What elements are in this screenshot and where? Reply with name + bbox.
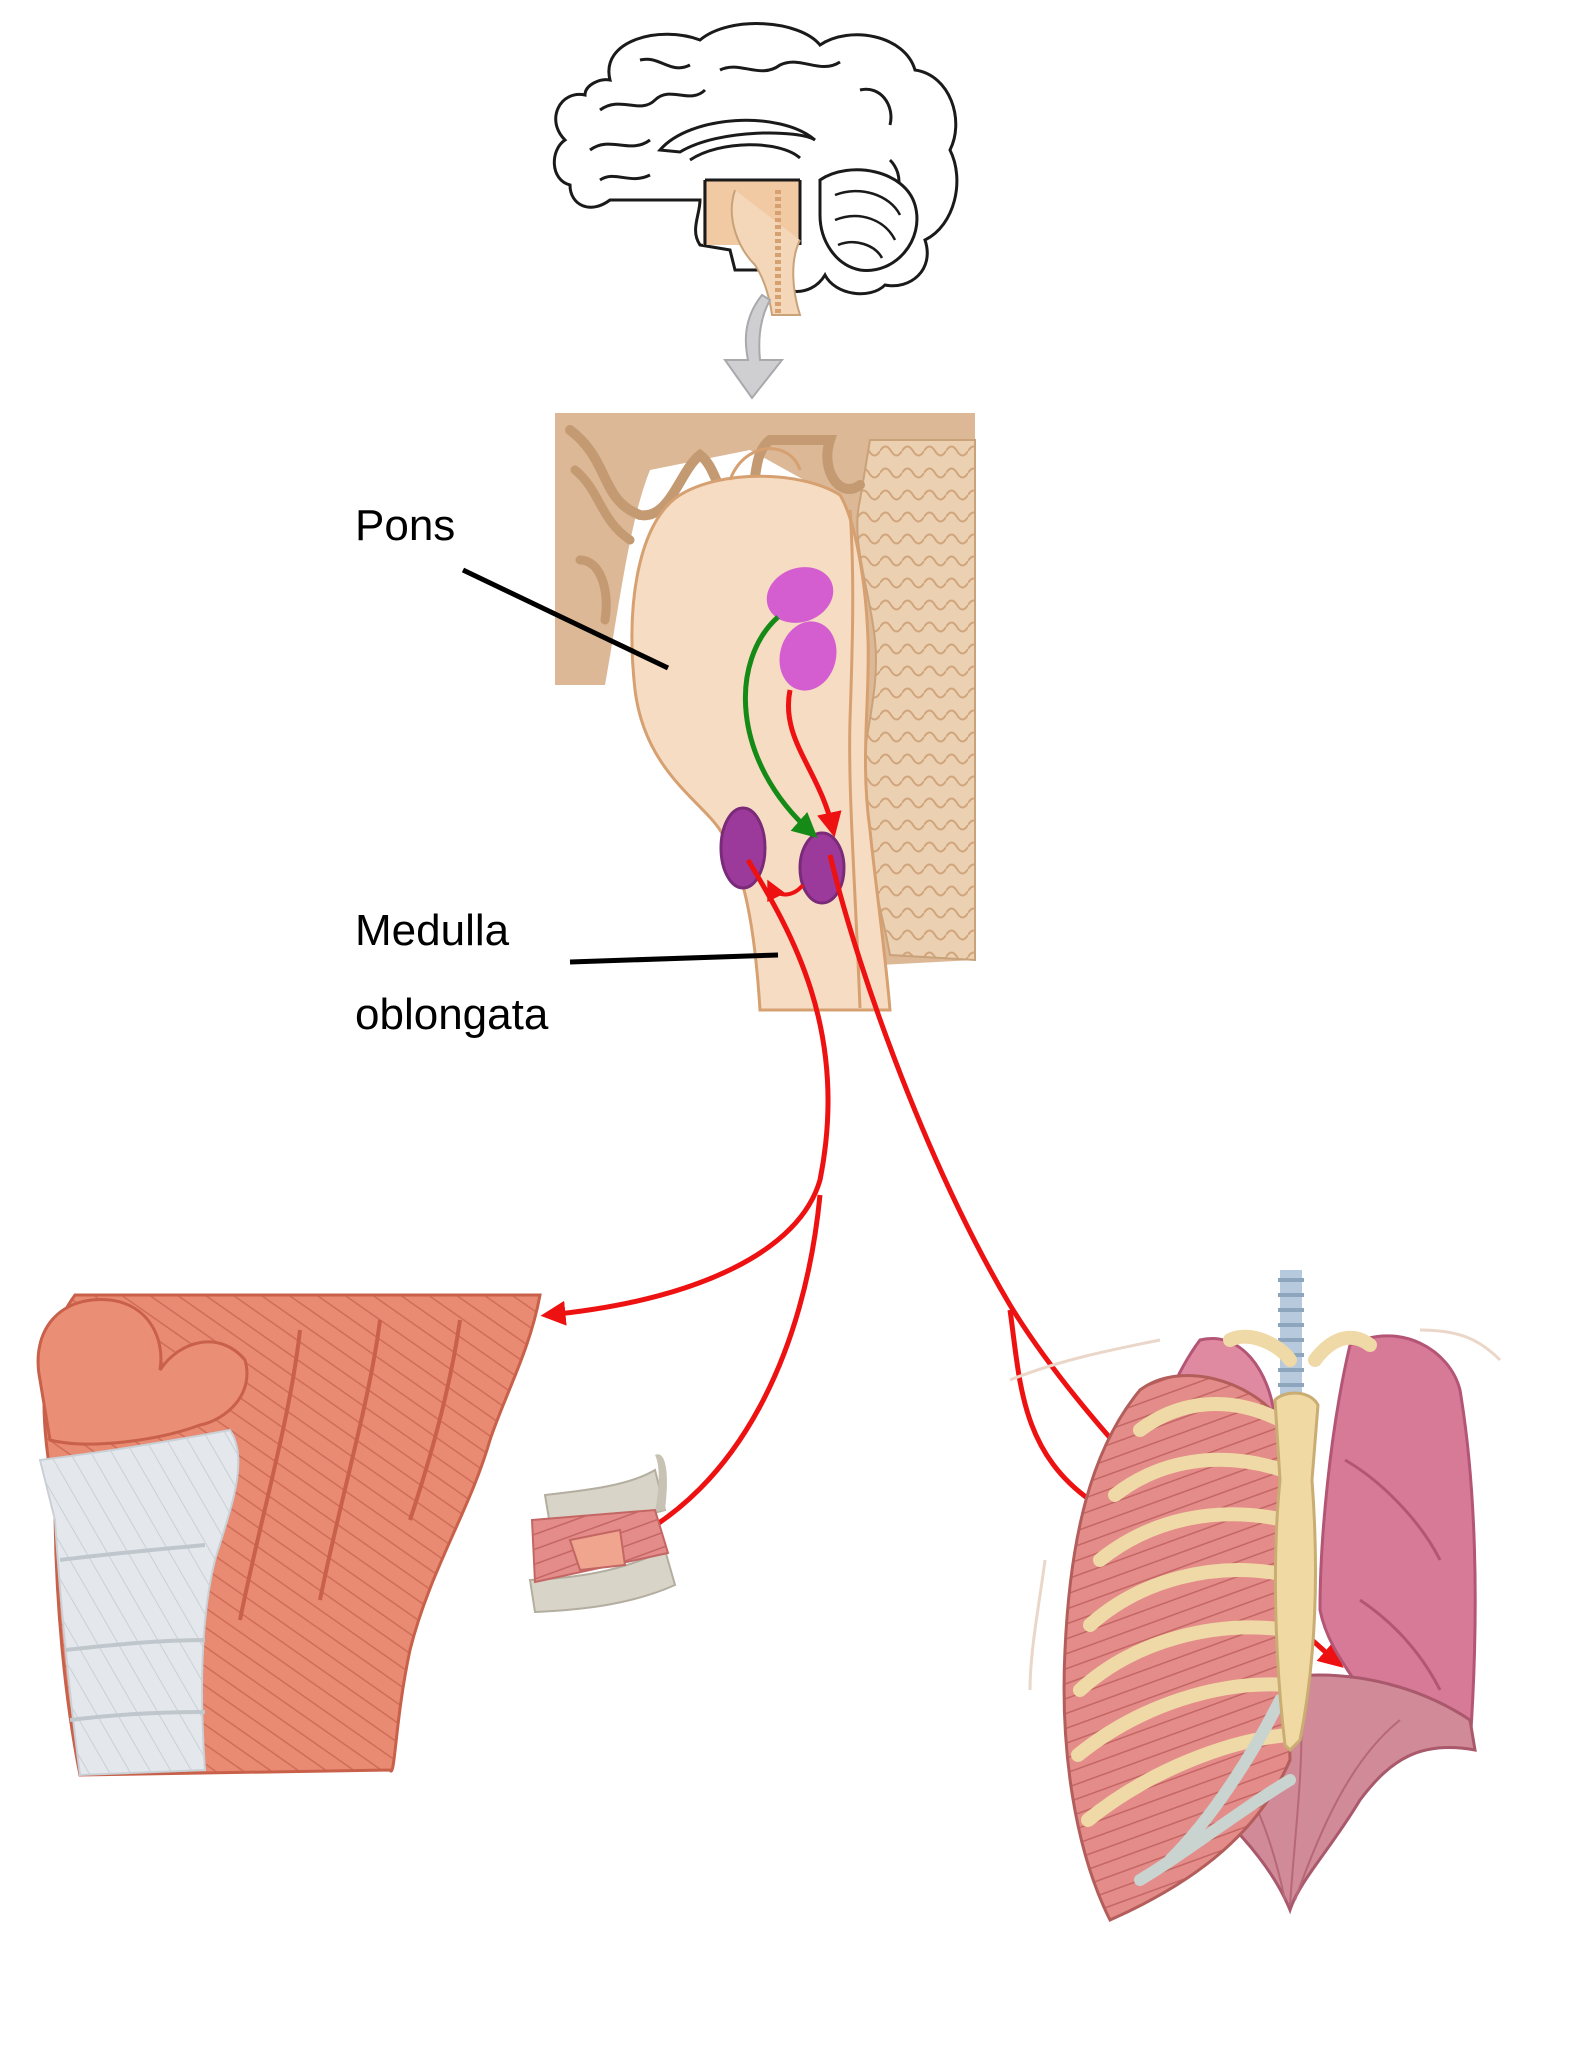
medulla-label: Medulla oblongata xyxy=(355,906,549,1039)
pontine-nucleus-lower xyxy=(779,621,837,691)
medulla-label-line2: oblongata xyxy=(355,990,549,1039)
medulla-label-line1: Medulla xyxy=(355,906,510,955)
trachea xyxy=(1278,1270,1304,1410)
medulla-leader-line xyxy=(569,952,779,965)
medulla-label-group: Medulla oblongata xyxy=(355,906,779,1039)
pontine-respiratory-group xyxy=(766,567,837,691)
pons-label: Pons xyxy=(355,501,455,550)
pathway-to-trunk xyxy=(540,858,831,1326)
brainstem-panel xyxy=(555,413,976,1012)
brain-sagittal-icon xyxy=(552,22,959,316)
intercostal-muscle-segment-icon xyxy=(528,1454,677,1614)
abdominal-muscles-icon xyxy=(36,1293,542,1777)
pons-label-group: Pons xyxy=(355,501,670,671)
excitatory-pons-arrow xyxy=(786,689,842,838)
zoom-arrow xyxy=(723,293,785,400)
inhibitory-pons-arrow xyxy=(742,615,818,838)
pontine-nucleus-upper xyxy=(766,567,834,623)
thorax-diaphragm-icon xyxy=(1009,1270,1502,1922)
pathway-to-intercostal-segment xyxy=(613,1194,823,1550)
costal-cartilage xyxy=(1134,1694,1296,1886)
sternum xyxy=(1273,1391,1320,1753)
pons-leader-line xyxy=(461,567,670,671)
vrg-to-drg-arrow xyxy=(767,879,805,902)
